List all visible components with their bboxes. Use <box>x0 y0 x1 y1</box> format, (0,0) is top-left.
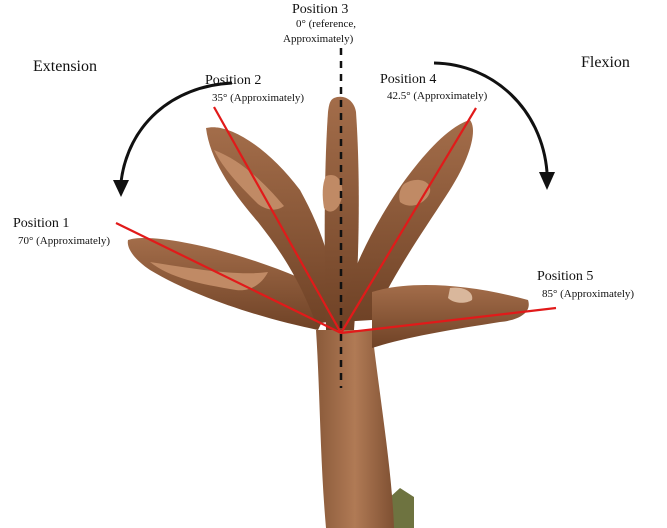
angle-line-position-2 <box>213 106 342 334</box>
position-3-title: Position 3 <box>292 2 349 17</box>
extension-label: Extension <box>33 58 97 75</box>
extension-arrow <box>113 81 233 197</box>
position-3-value-line1: 0° (reference, <box>296 18 356 30</box>
position-1-title: Position 1 <box>13 216 70 231</box>
position-4-title: Position 4 <box>380 72 437 87</box>
forearm <box>316 330 394 528</box>
angle-lines <box>115 106 557 335</box>
angle-line-position-4 <box>340 107 477 334</box>
position-5-title: Position 5 <box>537 269 594 284</box>
angle-line-position-1 <box>115 222 342 334</box>
flexion-label: Flexion <box>581 54 630 71</box>
hand-position-2 <box>206 127 338 324</box>
hand-position-3 <box>322 96 359 331</box>
position-1-value: 70° (Approximately) <box>18 235 111 247</box>
position-3-value-line2: Approximately) <box>283 33 354 45</box>
position-2-value: 35° (Approximately) <box>212 92 305 104</box>
angle-line-position-5 <box>340 306 557 335</box>
position-2-title: Position 2 <box>205 73 262 88</box>
flexion-arrow <box>433 61 555 190</box>
position-5-value: 85° (Approximately) <box>542 288 635 300</box>
hand-position-5 <box>372 285 529 348</box>
position-4-value: 42.5° (Approximately) <box>387 90 488 102</box>
